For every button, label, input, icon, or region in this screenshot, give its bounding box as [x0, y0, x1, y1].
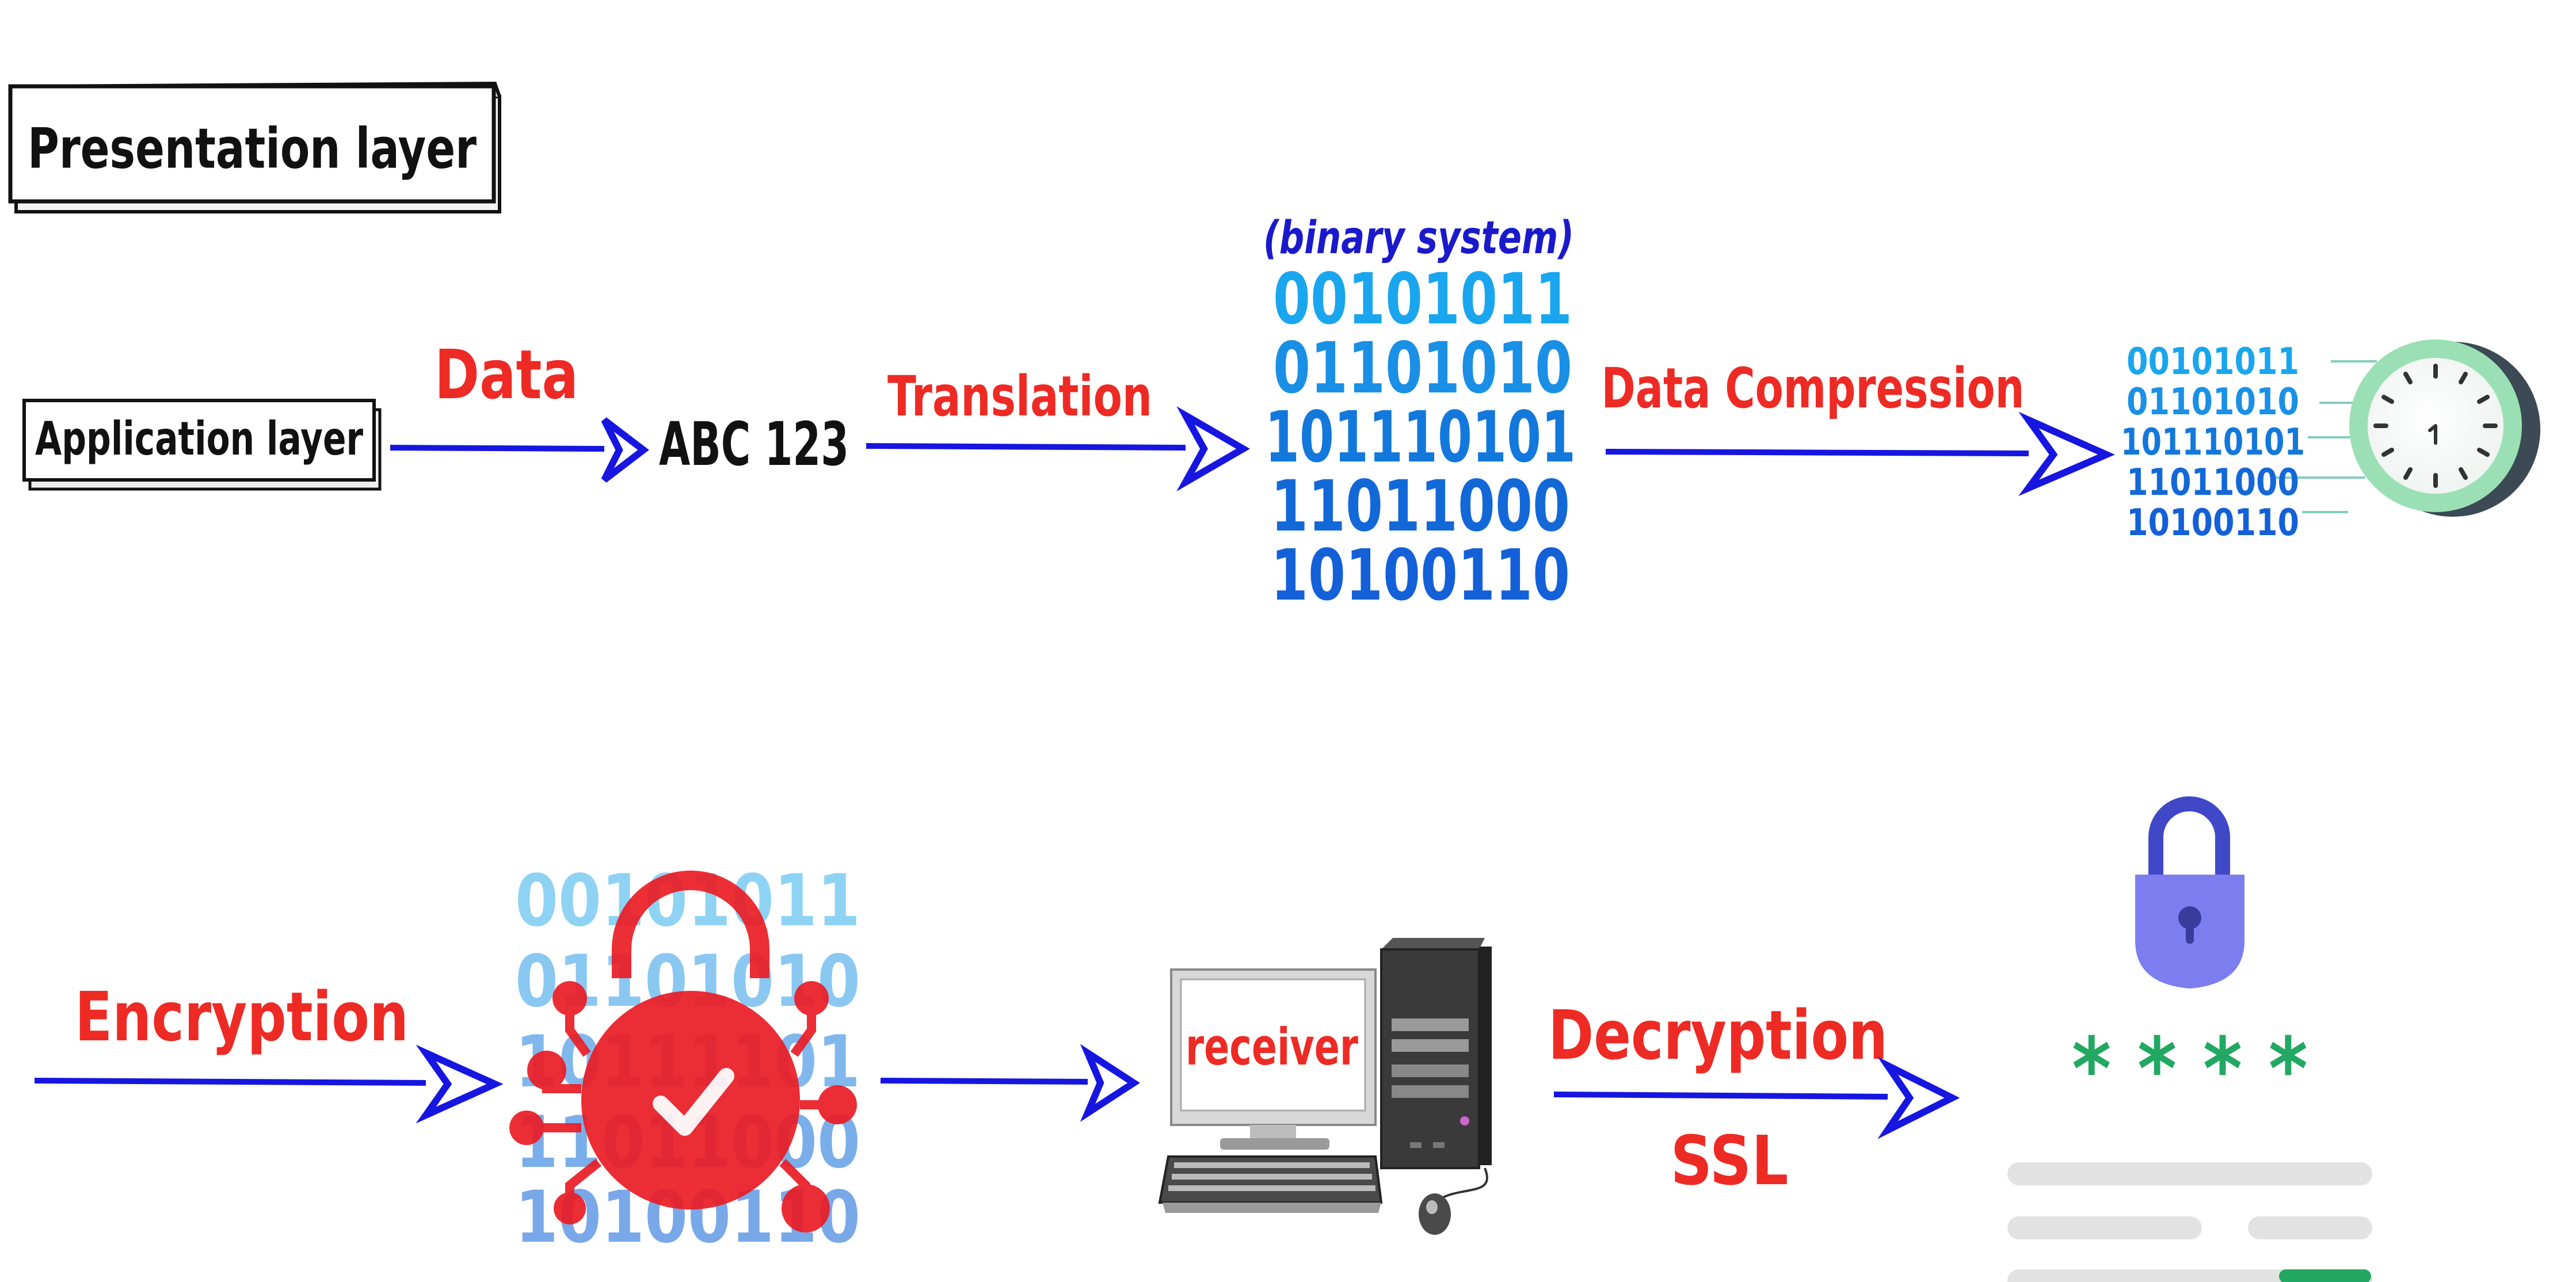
- compressed-binary-row: 10100110: [2127, 502, 2299, 544]
- arrow-to-receiver: [880, 1044, 1141, 1122]
- compressed-binary-row: 00101011: [2127, 341, 2299, 383]
- compressed-binary-row: 11011000: [2127, 461, 2299, 504]
- translation-label: Translation: [887, 364, 1152, 429]
- decryption-label: Decryption: [1548, 995, 1888, 1075]
- binary-row: 10100110: [1271, 535, 1570, 616]
- binary-row: 11011000: [1271, 466, 1570, 547]
- compressed-binary-row: 101110101: [2121, 421, 2305, 464]
- form-placeholder-lines: [2007, 1162, 2372, 1282]
- presentation-layer-box: Presentation layer: [8, 81, 501, 213]
- application-layer-label: Application layer: [35, 412, 363, 466]
- ssl-label: SSL: [1671, 1121, 1789, 1200]
- compressed-binary-row: 01101010: [2127, 381, 2299, 423]
- binary-system-label: (binary system): [1263, 212, 1574, 264]
- arrow-data: [390, 417, 649, 483]
- arrow-data-compression: [1605, 411, 2115, 497]
- clock-icon: [2349, 339, 2540, 517]
- receiver-label: receiver: [1186, 1017, 1358, 1077]
- presentation-layer-label: Presentation layer: [28, 116, 477, 181]
- data-compression-label: Data Compression: [1602, 356, 2025, 421]
- padlock-open-icon: [2135, 796, 2245, 989]
- binary-row: 00101011: [1273, 258, 1572, 340]
- compressed-binary-block: 00101011 01101010 101110101 11011000 101…: [2121, 339, 2540, 544]
- binary-block: 00101011 01101010 101110101 11011000 101…: [1265, 258, 1576, 616]
- abc-123-label: ABC 123: [659, 409, 849, 479]
- binary-row: 101110101: [1265, 396, 1576, 478]
- arrow-encryption: [34, 1044, 504, 1124]
- encryption-label: Encryption: [75, 977, 409, 1056]
- arrow-translation: [866, 406, 1250, 492]
- encryption-lock-icon: [509, 871, 857, 1233]
- password-mask: * * * *: [2072, 1020, 2308, 1120]
- application-layer-box: Application layer: [22, 399, 382, 491]
- check-icon: [653, 1068, 734, 1136]
- arrow-decryption: [1553, 1056, 1960, 1139]
- receiver-computer-icon: [1158, 938, 1492, 1235]
- binary-row: 01101010: [1273, 327, 1572, 409]
- data-label: Data: [435, 335, 578, 414]
